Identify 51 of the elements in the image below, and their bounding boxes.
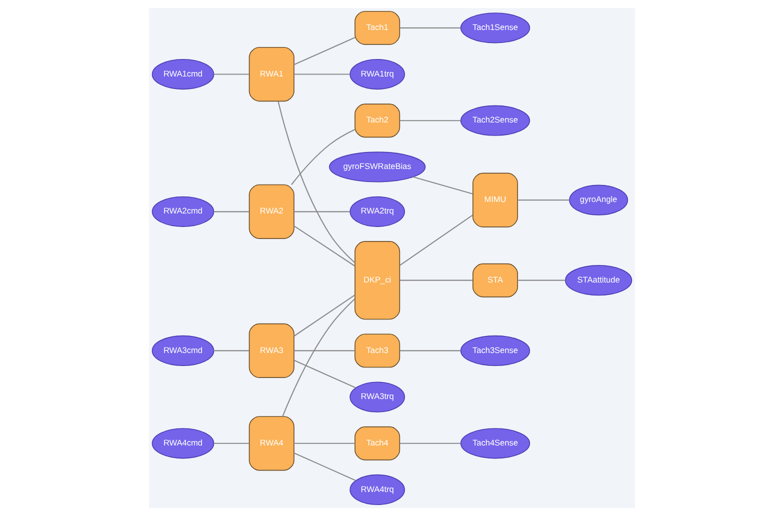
node-ellipse: RWA1trq bbox=[350, 58, 405, 90]
connector bbox=[294, 74, 350, 75]
node-box: Tach3 bbox=[354, 334, 400, 368]
node-box: RWA4 bbox=[248, 416, 294, 471]
connector bbox=[412, 176, 473, 194]
connector bbox=[294, 350, 355, 352]
connector bbox=[518, 280, 566, 281]
node-ellipse: Tach1Sense bbox=[460, 12, 530, 44]
connector bbox=[278, 101, 356, 264]
connector bbox=[214, 211, 250, 212]
connector bbox=[294, 294, 356, 337]
connector bbox=[400, 280, 473, 281]
connector bbox=[399, 214, 473, 266]
connector bbox=[214, 74, 250, 75]
node-ellipse: RWA2cmd bbox=[152, 196, 214, 227]
node-ellipse: Tach3Sense bbox=[460, 335, 530, 366]
connector bbox=[291, 129, 356, 185]
node-box: MIMU bbox=[472, 172, 518, 228]
connector bbox=[294, 452, 356, 481]
connector bbox=[294, 37, 356, 66]
connector bbox=[400, 120, 461, 122]
connector bbox=[294, 211, 350, 212]
connector bbox=[400, 27, 461, 28]
connector bbox=[294, 442, 355, 444]
node-box: RWA3 bbox=[248, 323, 294, 378]
connector bbox=[214, 442, 250, 444]
node-box: Tach4 bbox=[354, 426, 400, 460]
node-ellipse: RWA4trq bbox=[350, 474, 405, 506]
node-box: Tach2 bbox=[354, 104, 400, 138]
node-ellipse: RWA3cmd bbox=[152, 335, 214, 366]
node-ellipse: gyroFSWRateBias bbox=[329, 152, 426, 182]
node-ellipse: RWA1cmd bbox=[152, 58, 214, 90]
node-box: RWA1 bbox=[248, 46, 294, 102]
node-ellipse: STAattitude bbox=[564, 265, 632, 296]
node-box: DKP_ci bbox=[354, 241, 400, 320]
node-ellipse: gyroAngle bbox=[569, 184, 628, 216]
node-box: RWA2 bbox=[248, 184, 294, 239]
node-ellipse: RWA3trq bbox=[350, 382, 405, 412]
connector bbox=[400, 442, 461, 444]
connector bbox=[518, 200, 570, 201]
node-ellipse: Tach4Sense bbox=[460, 428, 530, 459]
node-ellipse: RWA2trq bbox=[350, 196, 405, 227]
connector bbox=[214, 350, 250, 352]
node-ellipse: Tach2Sense bbox=[460, 105, 530, 136]
connector bbox=[282, 298, 356, 417]
connector bbox=[294, 225, 356, 267]
connector bbox=[294, 360, 356, 388]
node-ellipse: RWA4cmd bbox=[152, 428, 214, 459]
node-box: STA bbox=[472, 263, 518, 298]
connector bbox=[400, 350, 461, 352]
node-box: Tach1 bbox=[354, 10, 400, 45]
